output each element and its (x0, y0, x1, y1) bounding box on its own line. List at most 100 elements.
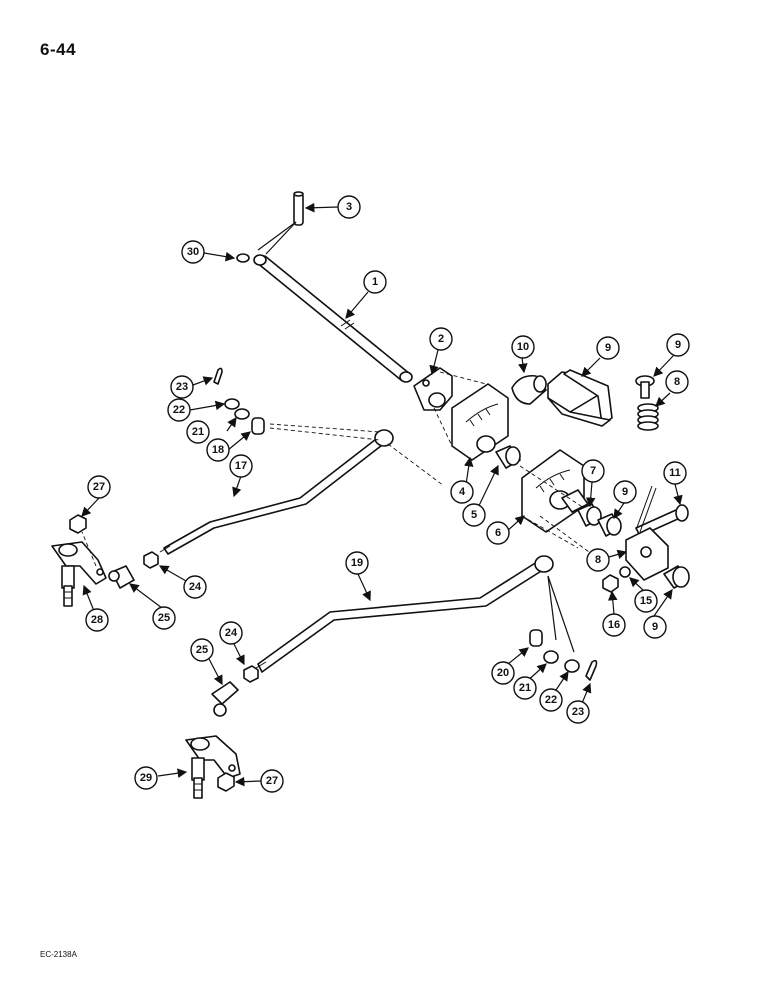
callout-24-lower: 24 (219, 621, 243, 645)
washer-22-lower (564, 659, 580, 673)
bushing-5 (495, 445, 521, 469)
callout-28: 28 (85, 608, 109, 632)
callout-21-lower: 21 (513, 676, 537, 700)
callout-label: 29 (140, 772, 152, 784)
callout-22: 22 (167, 398, 191, 422)
callout-21: 21 (186, 420, 210, 444)
callout-label: 24 (189, 581, 202, 593)
callout-13: 10 (511, 335, 535, 359)
callout-10: 8 (665, 370, 689, 394)
callout-label: 1 (372, 276, 378, 288)
callout-18: 18 (206, 438, 230, 462)
nut-27-lower (217, 772, 235, 792)
callout-label: 11 (669, 467, 681, 479)
callout-17: 17 (229, 454, 253, 478)
callout-label: 9 (675, 339, 681, 351)
cotter-pin-upper (213, 367, 223, 385)
callout-23-lower: 23 (566, 700, 590, 724)
ball-joint-lower (211, 681, 239, 717)
callout-label: 21 (192, 426, 204, 438)
callout-label: 9 (622, 486, 628, 498)
bushing-9-upper (597, 513, 622, 537)
callout-9-upper: 9 (613, 480, 637, 504)
callout-label: 9 (652, 621, 658, 633)
spring (637, 403, 659, 431)
callout-23: 23 (170, 375, 194, 399)
callout-30: 30 (181, 240, 205, 264)
callout-label: 2 (438, 333, 444, 345)
callout-label: 23 (572, 706, 584, 718)
callout-5: 5 (462, 503, 486, 527)
callout-1: 1 (363, 270, 387, 294)
callout-label: 25 (196, 644, 208, 656)
leader-lines (81, 202, 683, 787)
callout-8: 8 (586, 548, 610, 572)
callout-label: 17 (235, 460, 247, 472)
callout-29: 29 (134, 766, 158, 790)
callout-label: 22 (545, 694, 557, 706)
callout-label: 25 (158, 612, 170, 624)
callout-24-upper: 24 (183, 575, 207, 599)
cotter-pin-lower (585, 659, 598, 681)
nut-16 (602, 574, 619, 593)
nut-24-upper (143, 551, 159, 569)
callout-label: 8 (595, 554, 601, 566)
callout-6: 6 (486, 521, 510, 545)
callout-label: 19 (351, 557, 363, 569)
callout-9-lower: 9 (643, 615, 667, 639)
callout-label: 18 (212, 444, 224, 456)
callout-label: 30 (187, 246, 199, 258)
drawing-code: EC-2138A (40, 950, 77, 959)
callout-27-lower: 27 (260, 769, 284, 793)
callout-label: 24 (225, 627, 238, 639)
callout-4: 4 (450, 480, 474, 504)
callout-label: 8 (674, 376, 680, 388)
callout-label: 5 (471, 509, 477, 521)
callout-label: 4 (459, 486, 466, 498)
callout-22-lower: 22 (539, 688, 563, 712)
washer-15 (619, 566, 631, 578)
bushing-20 (529, 629, 543, 647)
callout-16: 16 (602, 613, 626, 637)
callout-27-upper: 27 (87, 475, 111, 499)
bushing-9-lower (663, 565, 690, 589)
shaft (253, 254, 413, 383)
callout-label: 9 (605, 342, 611, 354)
callout-14: 11 (663, 461, 687, 485)
callout-label: 21 (519, 682, 531, 694)
callout-12: 9 (596, 336, 620, 360)
callout-label: 6 (495, 527, 501, 539)
o-ring (236, 253, 250, 263)
shift-rod-17 (159, 429, 394, 555)
callout-label: 10 (517, 341, 529, 353)
nut-27-upper (69, 514, 87, 534)
callout-label: 28 (91, 614, 103, 626)
pivot-bracket-28 (51, 541, 107, 607)
lever (547, 369, 613, 427)
ball-joint-upper (108, 565, 135, 589)
knob (511, 374, 547, 405)
callout-3: 3 (337, 195, 361, 219)
callout-label: 27 (266, 775, 278, 787)
gate-plate-lower (521, 449, 589, 533)
callout-label: 16 (608, 619, 620, 631)
callout-2: 2 (429, 327, 453, 351)
callout-label: 7 (590, 465, 596, 477)
bracket (413, 367, 453, 411)
pivot-bracket-29 (185, 735, 241, 799)
callout-label: 22 (173, 404, 185, 416)
shift-rod-19 (255, 555, 554, 673)
page-number: 6-44 (40, 40, 77, 59)
nut-24-lower (243, 665, 259, 683)
callout-label: 15 (640, 595, 652, 607)
washer-21-lower (543, 650, 559, 664)
callout-11: 9 (666, 333, 690, 357)
washer-21-upper (234, 408, 250, 420)
callout-25-upper: 25 (152, 606, 176, 630)
screw-11 (635, 375, 655, 399)
callout-label: 23 (176, 381, 188, 393)
roll-pin (293, 191, 304, 226)
callout-19: 19 (345, 551, 369, 575)
lever-body (625, 485, 669, 581)
